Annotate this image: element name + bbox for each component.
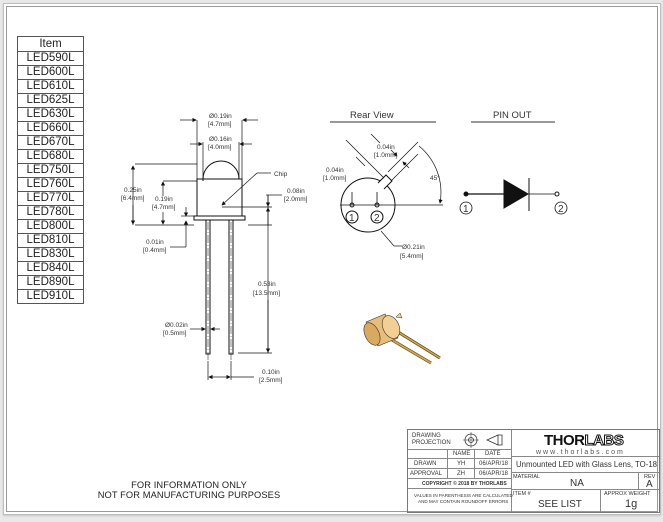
item-row: LED630L: [17, 107, 84, 122]
dim-outer-diameter-in: Ø0.19in: [209, 113, 232, 120]
item-cell: LED750L: [17, 163, 84, 178]
led-side-view: [193, 160, 246, 360]
rev-value: A: [646, 479, 653, 490]
dim-tab-width-in: 0.04in: [377, 144, 395, 151]
dim-flange-mm: [0.4mm]: [143, 247, 167, 254]
name-header: NAME: [453, 451, 471, 457]
item-row: LED830L: [17, 247, 84, 262]
drawing-projection-label: DRAWING PROJECTION: [412, 433, 451, 446]
information-note: FOR INFORMATION ONLY NOT FOR MANUFACTURI…: [84, 480, 294, 500]
item-cell: LED780L: [17, 205, 84, 220]
item-row: LED660L: [17, 121, 84, 136]
approx-weight-value: 1g: [625, 498, 638, 510]
dim-chip-offset-mm: [2.0mm]: [284, 196, 308, 203]
dim-lead-diameter-in: Ø0.02in: [165, 322, 188, 329]
projection-symbol-icon: [463, 432, 503, 448]
drawn-date: 06/APR/18: [479, 461, 509, 467]
approval-label: APPROVAL: [410, 471, 442, 477]
item-row: LED840L: [17, 261, 84, 276]
dim-flange-in: 0.01in: [146, 239, 164, 246]
item-number-value: SEE LIST: [538, 499, 582, 510]
item-cell: LED760L: [17, 177, 84, 192]
material-value: NA: [570, 478, 584, 489]
item-row: LED810L: [17, 233, 84, 248]
drawn-name: YH: [457, 461, 466, 467]
date-header: DATE: [485, 451, 501, 457]
part-description: Unmounted LED with Glass Lens, TO-18: [516, 460, 657, 469]
dim-base-diameter-mm: [5.4mm]: [400, 253, 424, 260]
dim-tab-length-in: 0.04in: [326, 167, 344, 174]
item-row: LED800L: [17, 219, 84, 234]
led-3d-render: [363, 312, 441, 365]
dim-chip-offset-in: 0.08in: [287, 188, 305, 195]
dim-tab-length-mm: [1.0mm]: [323, 175, 347, 182]
thorlabs-url: www.thorlabs.com: [536, 449, 625, 456]
dim-lead-length-mm: [13.5mm]: [253, 290, 280, 297]
approx-weight-label: APPROX WEIGHT: [604, 491, 651, 497]
item-row: LED750L: [17, 163, 84, 178]
item-cell: LED830L: [17, 247, 84, 262]
item-row: LED770L: [17, 191, 84, 206]
led-rear-view: [340, 174, 443, 233]
rear-view-title: Rear View: [350, 110, 394, 121]
rev-label: REV: [644, 474, 656, 480]
values-note-1: VALUES IN PARENTHESIS ARE CALCULATED: [414, 493, 513, 498]
dim-lens-diameter-in: Ø0.16in: [209, 136, 232, 143]
item-row: LED680L: [17, 149, 84, 164]
item-number-label: ITEM #: [513, 491, 531, 497]
dim-base-diameter-in: Ø0.21in: [402, 244, 425, 251]
drawing-border: [6, 6, 658, 512]
item-row: LED760L: [17, 177, 84, 192]
rear-pin-1-label: 1: [349, 213, 355, 224]
item-cell: LED810L: [17, 233, 84, 248]
item-cell: LED840L: [17, 261, 84, 276]
item-row: LED625L: [17, 93, 84, 108]
note-line-2: NOT FOR MANUFACTURING PURPOSES: [97, 490, 281, 500]
dim-lead-spacing-mm: [2.5mm]: [259, 377, 283, 384]
item-cell: LED630L: [17, 107, 84, 122]
dim-total-height-in: 0.25in: [124, 187, 142, 194]
item-cell: LED800L: [17, 219, 84, 234]
dim-tab-width-mm: [1.0mm]: [374, 152, 398, 159]
item-cell: LED770L: [17, 191, 84, 206]
item-row: LED780L: [17, 205, 84, 220]
item-cell: LED910L: [17, 289, 84, 304]
logo-cell: THORLABS www.thorlabs.com: [512, 430, 659, 457]
dim-lead-length-in: 0.53in: [258, 281, 276, 288]
dim-chip-height-in: 0.19in: [155, 196, 173, 203]
thorlabs-logo: THORLABS: [544, 432, 624, 450]
drawn-label: DRAWN: [414, 461, 437, 467]
diode-symbol: [459, 178, 568, 215]
values-note-2: AND MAY CONTAIN ROUNDOFF ERRORS: [418, 499, 509, 504]
dim-total-height-mm: [6.4mm]: [121, 195, 145, 202]
pin-out-title: PIN OUT: [493, 110, 532, 121]
material-label: MATERIAL: [513, 474, 541, 480]
title-block: DRAWING PROJECTION NAME DATE DRAWN YH 06…: [407, 429, 660, 513]
approval-date: 06/APR/18: [479, 471, 509, 477]
dim-chip-height-mm: [4.7mm]: [152, 204, 176, 211]
dim-lens-diameter-mm: [4.0mm]: [208, 144, 232, 151]
drawing-sheet: [3, 3, 661, 515]
item-row: LED910L: [17, 289, 84, 304]
angle-label: 45°: [430, 174, 440, 182]
copyright: COPYRIGHT © 2018 BY THORLABS: [422, 481, 507, 487]
chip-label: Chip: [274, 171, 288, 178]
projection-cell: DRAWING PROJECTION: [408, 430, 512, 450]
pin-out-2-label: 2: [558, 204, 564, 215]
dim-lead-spacing-in: 0.10in: [262, 369, 280, 376]
dim-lead-diameter-mm: [0.5mm]: [163, 330, 187, 337]
approval-name: ZH: [457, 471, 465, 477]
note-line-1: FOR INFORMATION ONLY: [131, 480, 247, 490]
rear-pin-2-label: 2: [374, 213, 380, 224]
item-cell: LED660L: [17, 121, 84, 136]
item-cell: LED680L: [17, 149, 84, 164]
item-cell: LED625L: [17, 93, 84, 108]
pin-out-1-label: 1: [463, 204, 469, 215]
dim-outer-diameter-mm: [4.7mm]: [208, 121, 232, 128]
